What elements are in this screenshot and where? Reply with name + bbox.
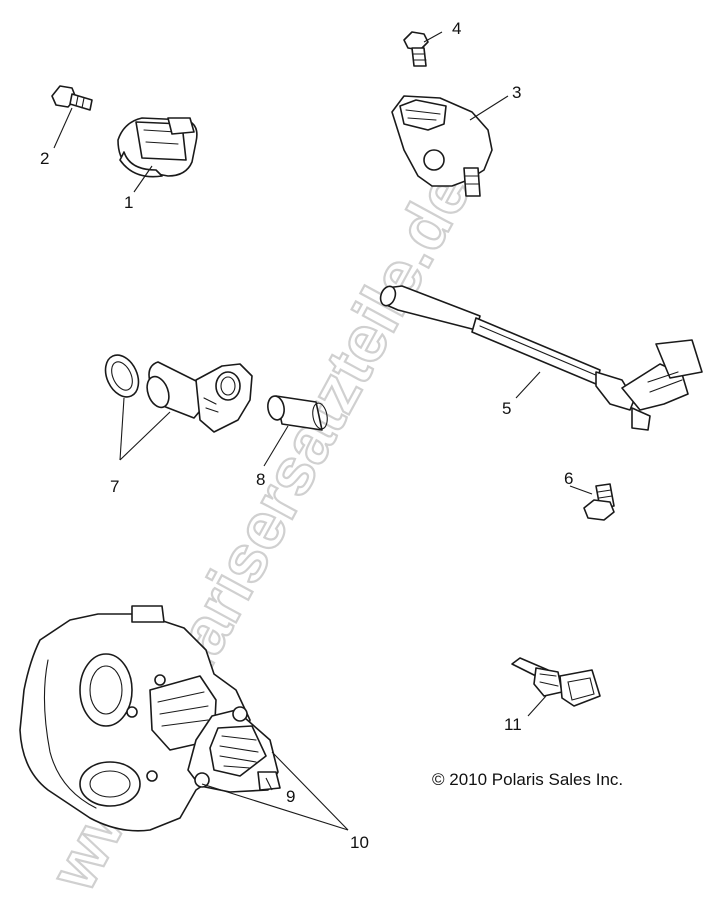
callout-4: 4 (452, 19, 461, 38)
callout-7: 7 (110, 477, 119, 496)
part-6-bolt (583, 483, 615, 521)
callout-9: 9 (286, 787, 295, 806)
callout-3: 3 (512, 83, 521, 102)
throttle-body-assembly (19, 605, 281, 832)
part-8-sleeve (267, 395, 328, 431)
callout-1: 1 (124, 193, 133, 212)
callout-6: 6 (564, 469, 573, 488)
part-2-bolt (51, 85, 93, 111)
part-7-cam-sensor (104, 354, 253, 433)
copyright-notice: © 2010 Polaris Sales Inc. (432, 770, 624, 789)
callout-10: 10 (350, 833, 369, 852)
part-11-temp-sensor (511, 657, 601, 707)
part-4-bolt (403, 31, 429, 67)
callout-8: 8 (256, 470, 265, 489)
part-1-map-sensor (117, 117, 198, 178)
callout-2: 2 (40, 149, 49, 168)
callout-11: 11 (504, 715, 522, 734)
leader-lines (53, 31, 593, 831)
part-5-crank-sensor (379, 285, 703, 431)
callout-5: 5 (502, 399, 511, 418)
part-3-pressure-sensor (391, 95, 493, 197)
